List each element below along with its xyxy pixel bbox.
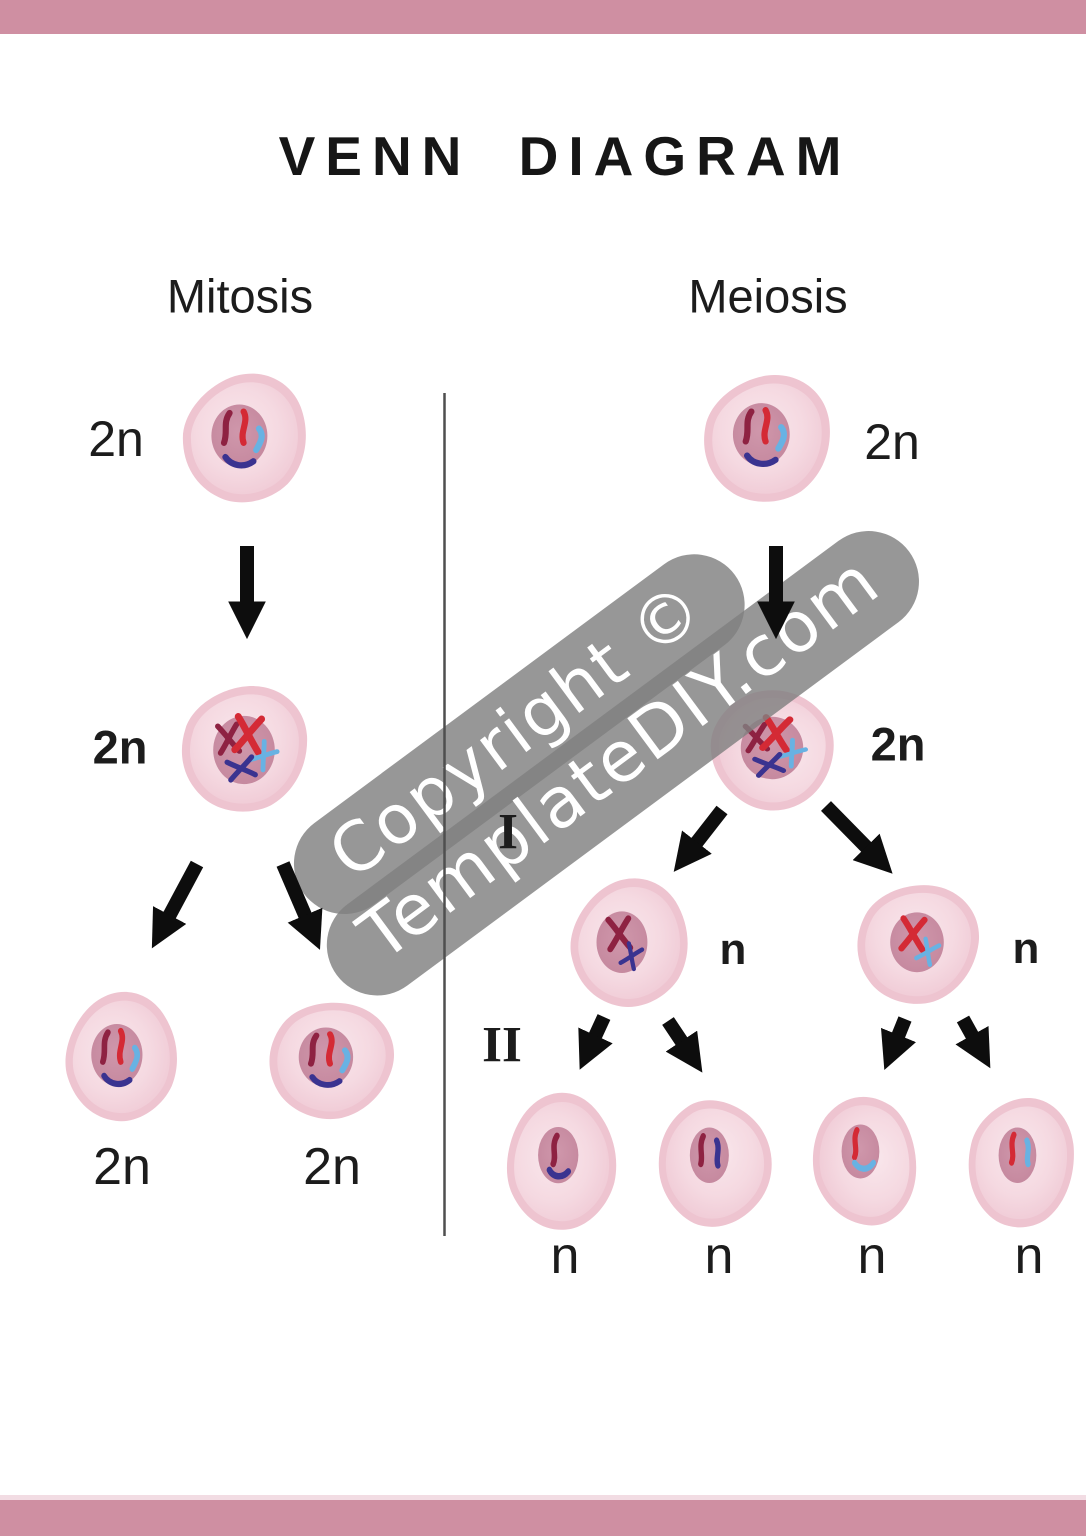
chromosome-dark-red	[698, 1133, 706, 1168]
mitosis-heading: Mitosis	[166, 269, 314, 323]
top-border-bar	[0, 0, 1086, 34]
chromosome-purple	[101, 1072, 133, 1088]
meiosis-secondary-cell-1	[563, 875, 697, 1015]
chromosome-purple	[743, 452, 779, 468]
meiosis-gamete-cell-4	[962, 1091, 1080, 1237]
mitosis-metaphase-ploidy-label: 2n	[92, 720, 148, 774]
mitosis-parent-ploidy-label: 2n	[88, 411, 144, 467]
mitosis-metaphase-cell	[174, 679, 314, 821]
chromosome-blue	[851, 1159, 877, 1172]
chromosome-dark-red	[742, 408, 755, 445]
meiosis-division2-label: II	[482, 1017, 522, 1074]
meiosis-gamete-cell-1	[499, 1090, 625, 1238]
chromosome-purple	[713, 1137, 721, 1169]
chromosome-blue	[339, 1047, 351, 1074]
chromosome-purple	[309, 1074, 343, 1088]
mitosis-daughter-cell-2	[262, 994, 398, 1128]
chromosome-purple	[546, 1166, 572, 1180]
chromosomes	[1008, 1131, 1031, 1168]
meiosis-parent-ploidy-label: 2n	[864, 414, 920, 470]
nucleus	[689, 1127, 729, 1183]
chromosome-blue	[775, 424, 788, 452]
chromosome-dark-red	[550, 1132, 560, 1168]
meiosis-gamete4-ploidy-label: n	[1014, 1227, 1044, 1285]
chromosomes	[220, 408, 265, 469]
mitosis-daughter2-ploidy-label: 2n	[303, 1138, 361, 1196]
chromosome-blue	[1024, 1137, 1031, 1168]
chromosome-blue	[129, 1044, 141, 1072]
meiosis-secondary1-ploidy-label: n	[719, 925, 747, 974]
chromosomes	[99, 1027, 141, 1088]
meiosis-gamete2-ploidy-label: n	[704, 1227, 734, 1285]
arrow-meiosis2-split-1	[578, 1014, 613, 1070]
page-title: VENN DIAGRAM	[278, 125, 852, 187]
chromosome-dark-red	[220, 409, 233, 446]
chromosomes	[851, 1127, 877, 1172]
arrow-mitosis-split-left	[151, 860, 204, 949]
bottom-border-bar	[0, 1500, 1086, 1536]
meiosis-gamete1-ploidy-label: n	[550, 1227, 580, 1285]
mitosis-parent-cell	[176, 369, 313, 509]
arrow-meiosis1-split-right	[821, 801, 893, 874]
meiosis-secondary-cell-2	[850, 877, 984, 1013]
chromosomes	[307, 1031, 351, 1088]
chromosome-dark-red	[307, 1032, 320, 1067]
meiosis-gamete-cell-3	[805, 1089, 923, 1231]
meiosis-secondary2-ploidy-label: n	[1012, 924, 1040, 973]
arrow-meiosis2-split-3	[881, 1016, 917, 1071]
chromosome-red	[851, 1127, 860, 1161]
chromosomes	[698, 1133, 721, 1169]
arrow-meiosis2-split-2	[662, 1017, 703, 1073]
mitosis-daughter1-ploidy-label: 2n	[93, 1138, 151, 1196]
chromosome-red	[117, 1027, 126, 1065]
chromosomes	[546, 1132, 572, 1180]
bottom-bar-fade	[0, 1495, 1086, 1500]
chromosome-dark-red	[99, 1029, 111, 1065]
chromosome-blue	[253, 425, 265, 454]
mitosis-daughter-cell-1	[58, 989, 186, 1129]
arrow-meiosis2-split-4	[955, 1015, 991, 1069]
meiosis-gamete3-ploidy-label: n	[857, 1227, 887, 1285]
meiosis-metaphase-cell	[701, 683, 843, 813]
chromosome-red	[239, 408, 249, 446]
chromosome-red	[761, 407, 771, 445]
arrow-meiosis1-split-left	[673, 805, 728, 872]
chromosome-red	[326, 1031, 335, 1067]
chromosome-red	[1008, 1131, 1017, 1166]
meiosis-parent-cell	[698, 369, 835, 508]
chromosome-purple	[222, 453, 257, 469]
meiosis-heading: Meiosis	[688, 269, 848, 323]
nucleus	[998, 1127, 1037, 1183]
chromosomes	[742, 407, 788, 468]
meiosis-metaphase-ploidy-label: 2n	[870, 717, 926, 771]
meiosis-gamete-cell-2	[652, 1091, 774, 1237]
meiosis-division1-label: I	[498, 804, 518, 861]
